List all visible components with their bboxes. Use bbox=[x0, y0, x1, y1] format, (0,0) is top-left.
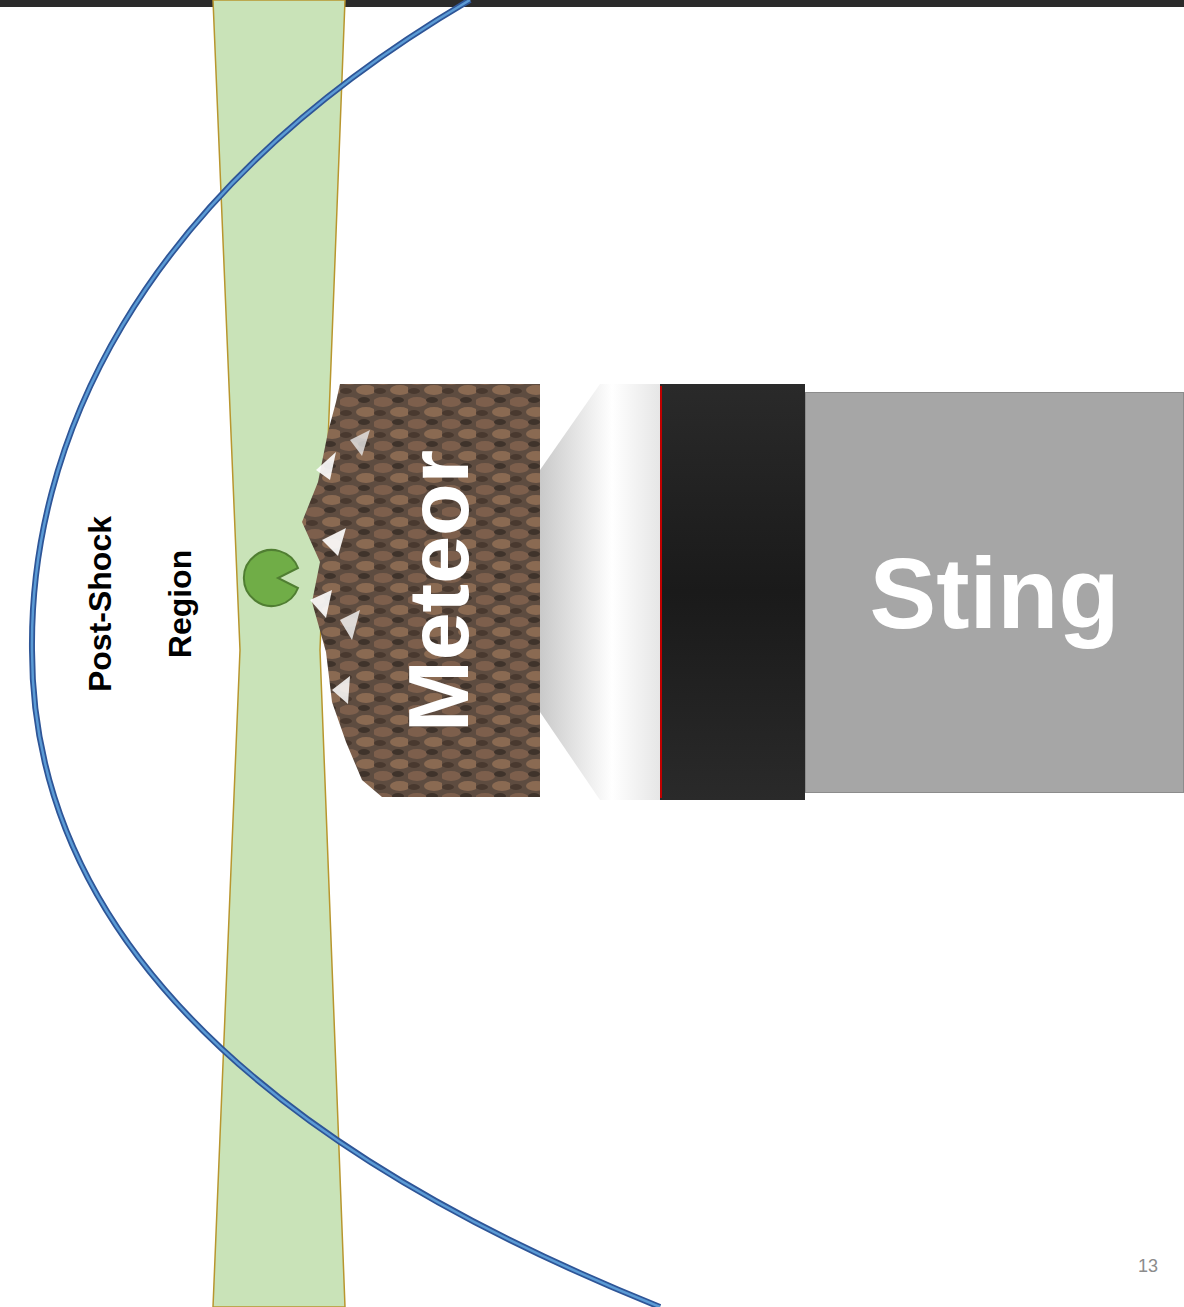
meteor-block: Meteor bbox=[336, 384, 540, 797]
shock-curve bbox=[32, 0, 660, 1307]
shard bbox=[322, 528, 346, 556]
shard bbox=[332, 676, 350, 704]
adapter-cone bbox=[540, 384, 660, 800]
red-ring bbox=[660, 386, 662, 798]
shard bbox=[350, 430, 370, 456]
page-number: 13 bbox=[1138, 1256, 1158, 1277]
sting-box: Sting bbox=[805, 392, 1184, 793]
node-text: Sting bbox=[870, 535, 1120, 650]
node-text: Meteor bbox=[389, 450, 488, 732]
green-band bbox=[213, 0, 345, 1307]
holder-cylinder bbox=[660, 384, 805, 800]
shard bbox=[340, 610, 360, 640]
shard bbox=[310, 590, 332, 618]
shock-curve-inner bbox=[32, 0, 660, 1307]
top-bar bbox=[0, 0, 1184, 7]
shard bbox=[316, 452, 336, 480]
meteor-rock bbox=[302, 384, 540, 797]
particle bbox=[244, 550, 298, 606]
region-label: Post-Shock Region bbox=[60, 484, 220, 724]
